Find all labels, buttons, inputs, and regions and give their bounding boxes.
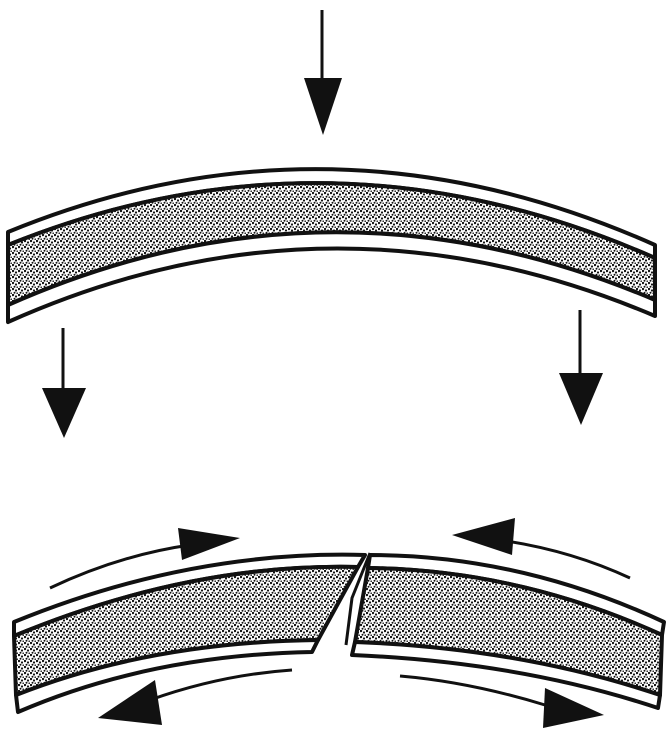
arrow-left-icon	[452, 518, 515, 555]
arrow-down-icon	[42, 388, 86, 438]
support-arrow-left	[42, 328, 86, 438]
support-arrow-right	[559, 310, 603, 425]
arrow-right-icon	[543, 688, 604, 728]
arrow-left-icon	[98, 680, 162, 725]
top-beam	[8, 169, 655, 322]
tension-arrow-left	[98, 670, 292, 725]
arrow-down-icon	[304, 78, 342, 135]
arrow-right-icon	[178, 528, 240, 560]
load-arrow-top	[304, 10, 342, 135]
arrow-down-icon	[559, 373, 603, 425]
fractured-beam-right	[352, 555, 664, 708]
